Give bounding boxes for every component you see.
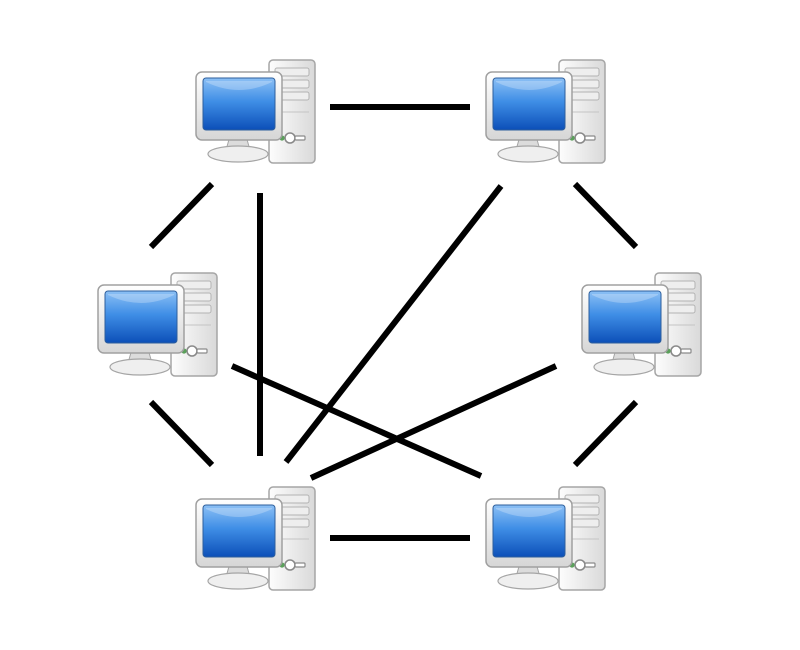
link-top-right-to-bottom-left	[283, 184, 504, 464]
computer-icon-bottom-left	[195, 486, 316, 591]
computer-icon-middle-right	[581, 272, 702, 377]
computer-icon-bottom-right	[485, 486, 606, 591]
computer-icon-top-left	[195, 59, 316, 164]
link-top-left-to-middle-left	[148, 181, 215, 250]
link-middle-left-to-bottom-left	[148, 399, 215, 468]
computer-icon-middle-left	[97, 272, 218, 377]
link-middle-left-to-bottom-right	[230, 363, 483, 479]
link-top-right-to-middle-right	[572, 181, 639, 250]
computer-icon-top-right	[485, 59, 606, 164]
link-middle-right-to-bottom-left	[309, 363, 558, 481]
link-middle-right-to-bottom-right	[572, 399, 639, 468]
